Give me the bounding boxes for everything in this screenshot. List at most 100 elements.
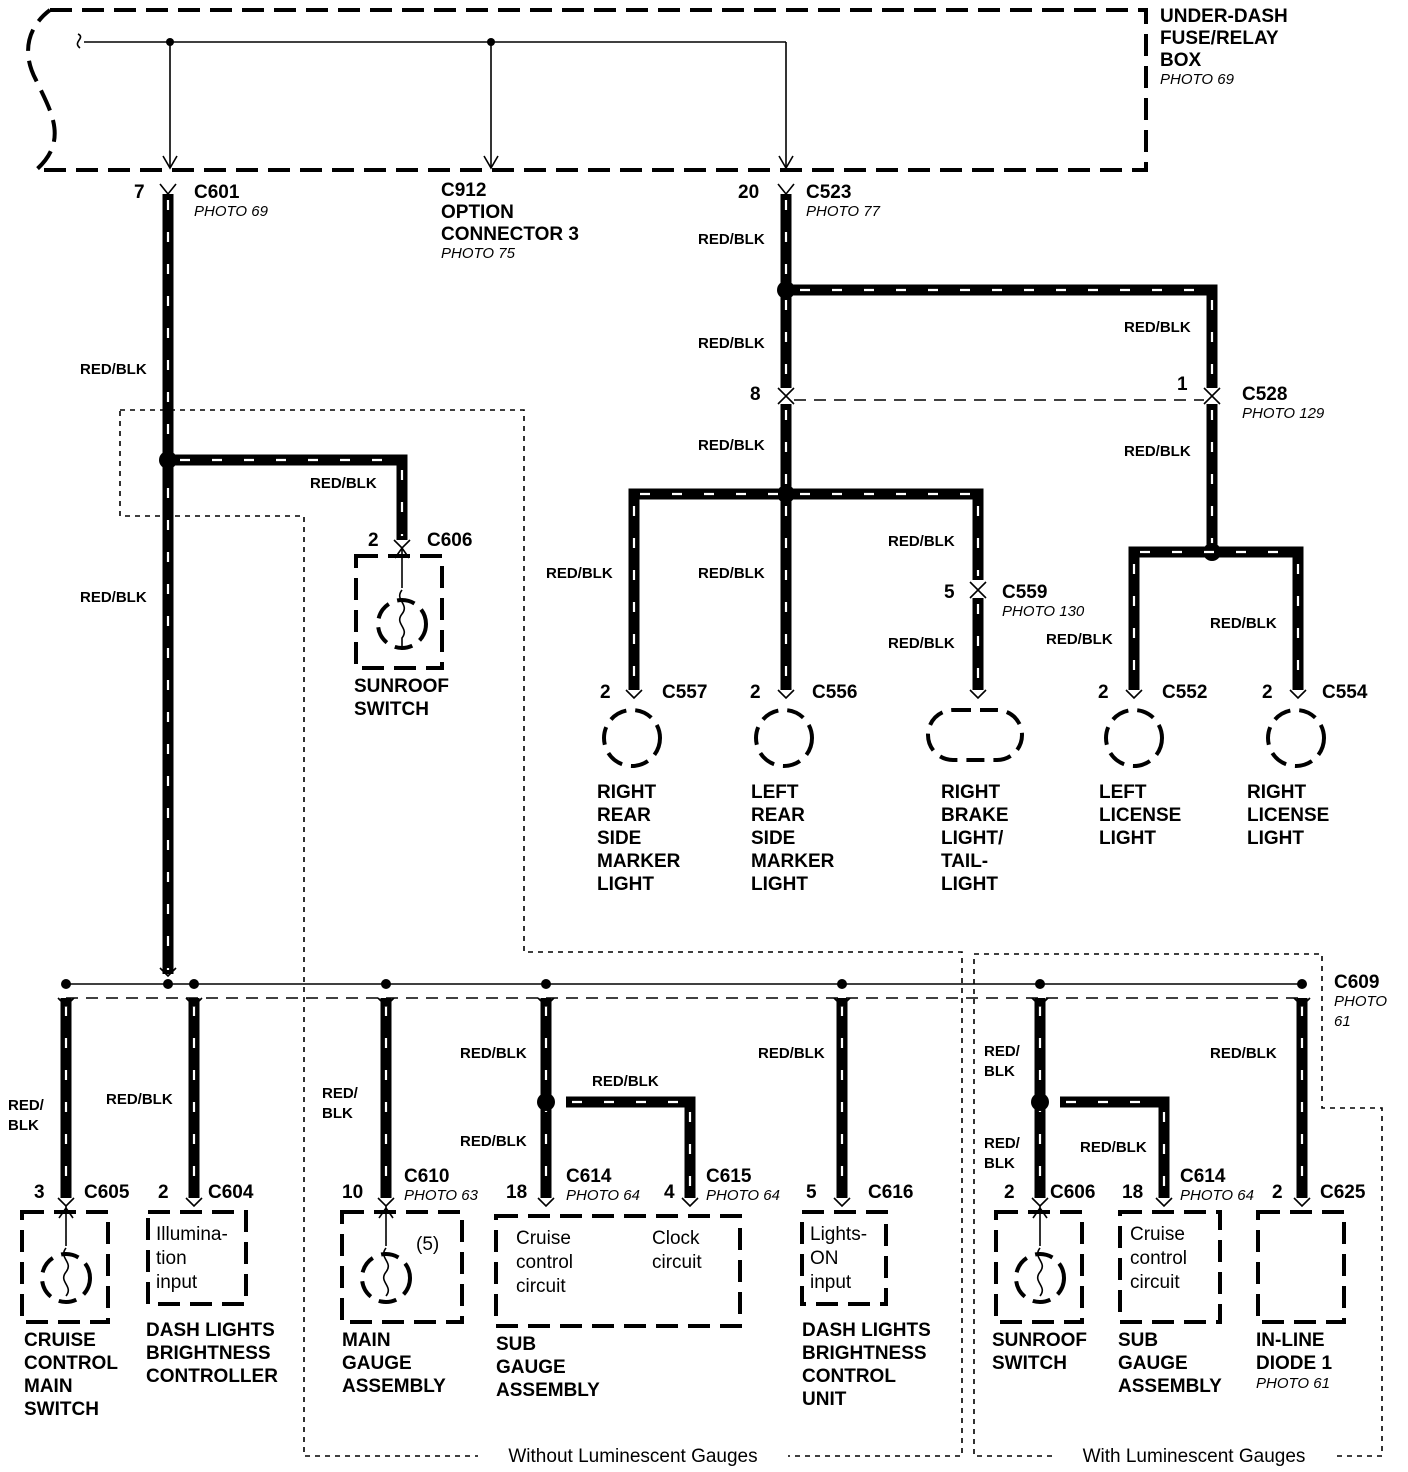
svg-text:RED/BLK: RED/BLK bbox=[758, 1045, 825, 1062]
sub-gauge-assembly-luminescent: 18 C614 PHOTO 64 Cruise control circuit … bbox=[1118, 1166, 1254, 1397]
svg-text:C609: C609 bbox=[1334, 972, 1379, 993]
svg-text:Cruise: Cruise bbox=[516, 1228, 571, 1249]
svg-text:LEFT: LEFT bbox=[1099, 782, 1147, 803]
svg-text:SWITCH: SWITCH bbox=[354, 699, 429, 720]
switch-bulb-icon bbox=[1014, 1252, 1066, 1304]
svg-text:CONTROLLER: CONTROLLER bbox=[146, 1366, 278, 1387]
svg-text:C557: C557 bbox=[662, 682, 707, 703]
svg-text:OPTION: OPTION bbox=[441, 202, 514, 223]
svg-text:SWITCH: SWITCH bbox=[992, 1353, 1067, 1374]
svg-text:C528: C528 bbox=[1242, 384, 1287, 405]
svg-text:2: 2 bbox=[1272, 1182, 1283, 1203]
svg-text:C614: C614 bbox=[1180, 1166, 1226, 1187]
svg-text:LIGHT: LIGHT bbox=[1247, 828, 1304, 849]
connector-c601: 7 C601 PHOTO 69 bbox=[134, 182, 269, 220]
svg-text:2: 2 bbox=[750, 682, 761, 703]
svg-text:LEFT: LEFT bbox=[751, 782, 799, 803]
svg-text:3: 3 bbox=[34, 1182, 45, 1203]
without-luminescent-label: Without Luminescent Gauges bbox=[508, 1446, 757, 1467]
dash-lights-brightness-controller: 2 C604 Illumina- tion input DASH LIGHTS … bbox=[146, 1182, 278, 1387]
svg-text:RED/BLK: RED/BLK bbox=[460, 1045, 527, 1062]
svg-text:10: 10 bbox=[342, 1182, 363, 1203]
svg-text:DASH LIGHTS: DASH LIGHTS bbox=[802, 1320, 931, 1341]
bottom-sunroof-switch: 2 C606 SUNROOF SWITCH bbox=[992, 1182, 1095, 1374]
branch-to-top-sunroof: RED/BLK bbox=[159, 451, 408, 540]
svg-text:circuit: circuit bbox=[1130, 1272, 1180, 1293]
svg-text:RED/BLK: RED/BLK bbox=[1046, 631, 1113, 648]
svg-text:UNIT: UNIT bbox=[802, 1389, 847, 1410]
svg-text:C554: C554 bbox=[1322, 682, 1368, 703]
connector-c609: C609 PHOTO 61 bbox=[61, 967, 1387, 1030]
svg-text:Clock: Clock bbox=[652, 1228, 700, 1249]
under-dash-fuse-relay-box: UNDER-DASH FUSE/RELAY BOX PHOTO 69 bbox=[26, 6, 1288, 172]
svg-text:RED/BLK: RED/BLK bbox=[106, 1091, 173, 1108]
svg-text:RED/BLK: RED/BLK bbox=[546, 565, 613, 582]
svg-text:GAUGE: GAUGE bbox=[1118, 1353, 1188, 1374]
svg-text:PHOTO 61: PHOTO 61 bbox=[1256, 1375, 1330, 1392]
svg-text:LIGHT/: LIGHT/ bbox=[941, 828, 1004, 849]
svg-text:C523: C523 bbox=[806, 182, 851, 203]
svg-text:LICENSE: LICENSE bbox=[1099, 805, 1181, 826]
bulb-icon bbox=[754, 708, 814, 768]
svg-text:BRIGHTNESS: BRIGHTNESS bbox=[802, 1343, 927, 1364]
svg-text:GAUGE: GAUGE bbox=[342, 1353, 412, 1374]
svg-text:RED/BLK: RED/BLK bbox=[698, 565, 765, 582]
svg-text:PHOTO: PHOTO bbox=[1334, 993, 1387, 1010]
svg-text:Illumina-: Illumina- bbox=[156, 1224, 228, 1245]
svg-text:5: 5 bbox=[944, 582, 955, 603]
svg-text:RED/: RED/ bbox=[322, 1085, 359, 1102]
connector-c912: C912 OPTION CONNECTOR 3 PHOTO 75 bbox=[441, 180, 579, 262]
top-sunroof-switch: 2 C606 SUNROOF SWITCH bbox=[354, 530, 472, 720]
svg-text:C606: C606 bbox=[1050, 1182, 1095, 1203]
svg-text:SUB: SUB bbox=[1118, 1330, 1158, 1351]
svg-text:RED/BLK: RED/BLK bbox=[1210, 615, 1277, 632]
svg-text:LICENSE: LICENSE bbox=[1247, 805, 1329, 826]
svg-text:PHOTO 64: PHOTO 64 bbox=[1180, 1187, 1254, 1204]
svg-text:CONTROL: CONTROL bbox=[802, 1366, 896, 1387]
svg-text:control: control bbox=[516, 1252, 573, 1273]
svg-text:IN-LINE: IN-LINE bbox=[1256, 1330, 1325, 1351]
svg-text:BLK: BLK bbox=[8, 1117, 39, 1134]
svg-text:C616: C616 bbox=[868, 1182, 913, 1203]
dash-lights-brightness-control-unit: 5 C616 Lights- ON input DASH LIGHTS BRIG… bbox=[800, 1182, 931, 1410]
svg-text:BRAKE: BRAKE bbox=[941, 805, 1009, 826]
cruise-control-main-switch: 3 C605 CRUISE CONTROL MAIN SWITCH bbox=[20, 1182, 130, 1420]
svg-text:C605: C605 bbox=[84, 1182, 130, 1203]
svg-text:20: 20 bbox=[738, 182, 759, 203]
fuse-box-label-2: FUSE/RELAY bbox=[1160, 28, 1279, 49]
wire-license-branch: RED/BLK RED/BLK RED/BLK bbox=[1046, 404, 1304, 690]
svg-text:PHOTO 63: PHOTO 63 bbox=[404, 1187, 479, 1204]
main-gauge-assembly: 10 C610 PHOTO 63 (5) MAIN GAUGE ASSEMBLY bbox=[340, 1166, 479, 1397]
svg-text:PHOTO 129: PHOTO 129 bbox=[1242, 405, 1325, 422]
without-luminescent-region bbox=[119, 409, 963, 1457]
svg-text:MAIN: MAIN bbox=[24, 1376, 73, 1397]
svg-text:RED/BLK: RED/BLK bbox=[1210, 1045, 1277, 1062]
svg-text:C604: C604 bbox=[208, 1182, 254, 1203]
svg-text:BRIGHTNESS: BRIGHTNESS bbox=[146, 1343, 271, 1364]
svg-text:ASSEMBLY: ASSEMBLY bbox=[496, 1380, 600, 1401]
svg-text:CONNECTOR 3: CONNECTOR 3 bbox=[441, 224, 579, 245]
svg-text:ASSEMBLY: ASSEMBLY bbox=[342, 1376, 446, 1397]
svg-text:RED/BLK: RED/BLK bbox=[80, 589, 147, 606]
svg-text:8: 8 bbox=[750, 384, 761, 405]
svg-text:SUNROOF: SUNROOF bbox=[992, 1330, 1087, 1351]
wire-left-light-branch: RED/BLK RED/BLK RED/BLK RED/BLK bbox=[546, 404, 984, 690]
svg-text:(5): (5) bbox=[416, 1234, 439, 1255]
svg-text:DASH LIGHTS: DASH LIGHTS bbox=[146, 1320, 275, 1341]
svg-text:SUNROOF: SUNROOF bbox=[354, 676, 449, 697]
svg-text:REAR: REAR bbox=[597, 805, 651, 826]
svg-text:RIGHT: RIGHT bbox=[941, 782, 1001, 803]
svg-text:RED/: RED/ bbox=[8, 1097, 45, 1114]
svg-text:2: 2 bbox=[1262, 682, 1273, 703]
sub-gauge-assembly: 18 C614 PHOTO 64 4 C615 PHOTO 64 Cruise … bbox=[494, 1166, 780, 1401]
svg-text:input: input bbox=[810, 1272, 852, 1293]
svg-text:PHOTO 130: PHOTO 130 bbox=[1002, 603, 1085, 620]
bottom-wire-drops: RED/ BLK RED/BLK RED/ BLK RED/BLK RED/BL… bbox=[8, 997, 1311, 1198]
svg-text:LIGHT: LIGHT bbox=[597, 874, 654, 895]
svg-text:RED/BLK: RED/BLK bbox=[698, 437, 765, 454]
bulb-icon bbox=[926, 708, 1024, 762]
svg-text:2: 2 bbox=[158, 1182, 169, 1203]
svg-text:2: 2 bbox=[1098, 682, 1109, 703]
svg-text:2: 2 bbox=[1004, 1182, 1015, 1203]
